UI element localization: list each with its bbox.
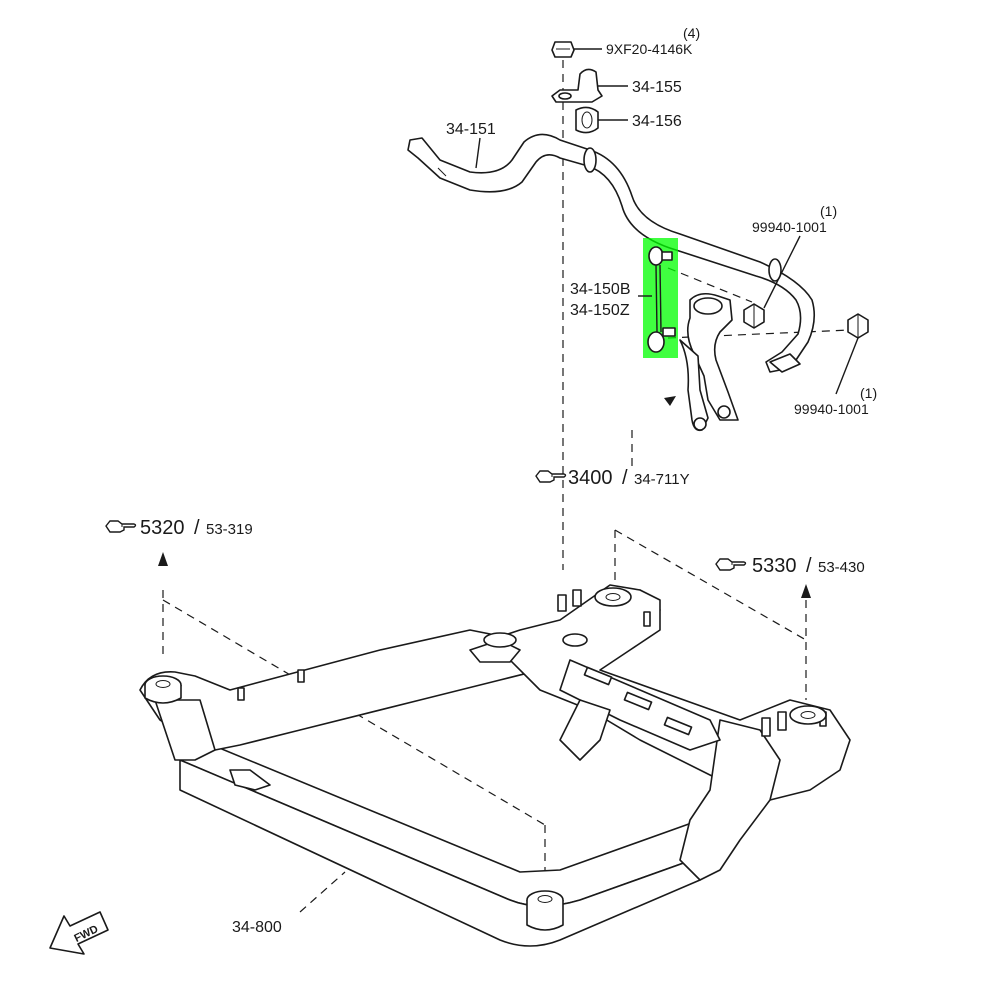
bushing-label: 34-156 bbox=[632, 113, 682, 130]
ref-knuckle-main: 3400 bbox=[568, 467, 613, 489]
mount-bushing-rear-left bbox=[594, 587, 632, 607]
stabilizer-link bbox=[647, 246, 676, 353]
crossmember-studs bbox=[237, 589, 827, 737]
bushing-34-156 bbox=[575, 106, 599, 134]
crossmember-34-800 bbox=[139, 584, 851, 947]
ref-left-mount-slash: / bbox=[194, 517, 200, 539]
mount-bushing-center bbox=[483, 632, 588, 648]
bracket-label: 34-155 bbox=[632, 79, 682, 96]
link-b-label: 34-150B bbox=[570, 281, 631, 298]
ref-left-mount-main: 5320 bbox=[140, 517, 185, 539]
mount-bushing-front bbox=[526, 890, 564, 931]
pointing-hand-icon bbox=[535, 470, 567, 483]
ref-knuckle[interactable]: 3400 / 34-711Y bbox=[535, 467, 690, 489]
stabilizer-bar-34-151 bbox=[407, 133, 816, 373]
pointing-hand-icon bbox=[105, 520, 137, 533]
ref-right-mount-slash: / bbox=[806, 555, 812, 577]
nut-upper-99940 bbox=[743, 303, 765, 329]
ref-right-mount-sub: 53-430 bbox=[818, 559, 865, 576]
mount-bushing-left bbox=[144, 675, 182, 704]
stabilizer-bar-label: 34-151 bbox=[446, 121, 496, 138]
mount-bushing-right bbox=[789, 705, 827, 725]
nut-upper-label: 99940-1001 bbox=[752, 219, 827, 235]
nut-9xf20 bbox=[551, 41, 575, 58]
label-leaders bbox=[475, 48, 859, 395]
pointing-hand-icon bbox=[715, 558, 747, 571]
fwd-arrow-icon: FWD bbox=[49, 911, 109, 955]
nut-lower-qty: (1) bbox=[860, 385, 877, 401]
ref-left-mount[interactable]: 5320 / 53-319 bbox=[105, 517, 253, 539]
steering-knuckle bbox=[679, 292, 739, 432]
bracket-34-155 bbox=[551, 68, 603, 103]
nut-top-label: 9XF20-4146K bbox=[606, 41, 693, 57]
crossmember-label: 34-800 bbox=[232, 919, 282, 936]
link-z-label: 34-150Z bbox=[570, 302, 630, 319]
ref-knuckle-sub: 34-711Y bbox=[634, 471, 690, 488]
nut-lower-label: 99940-1001 bbox=[794, 401, 869, 417]
up-arrows bbox=[158, 552, 811, 598]
knuckle-pointer-arrow bbox=[664, 396, 676, 406]
ref-knuckle-slash: / bbox=[622, 467, 628, 489]
ref-right-mount[interactable]: 5330 / 53-430 bbox=[715, 555, 865, 577]
nut-top-qty: (4) bbox=[683, 25, 700, 41]
ref-left-mount-sub: 53-319 bbox=[206, 521, 253, 538]
ref-right-mount-main: 5330 bbox=[752, 555, 797, 577]
nut-upper-qty: (1) bbox=[820, 203, 837, 219]
nut-lower-99940 bbox=[847, 313, 869, 339]
